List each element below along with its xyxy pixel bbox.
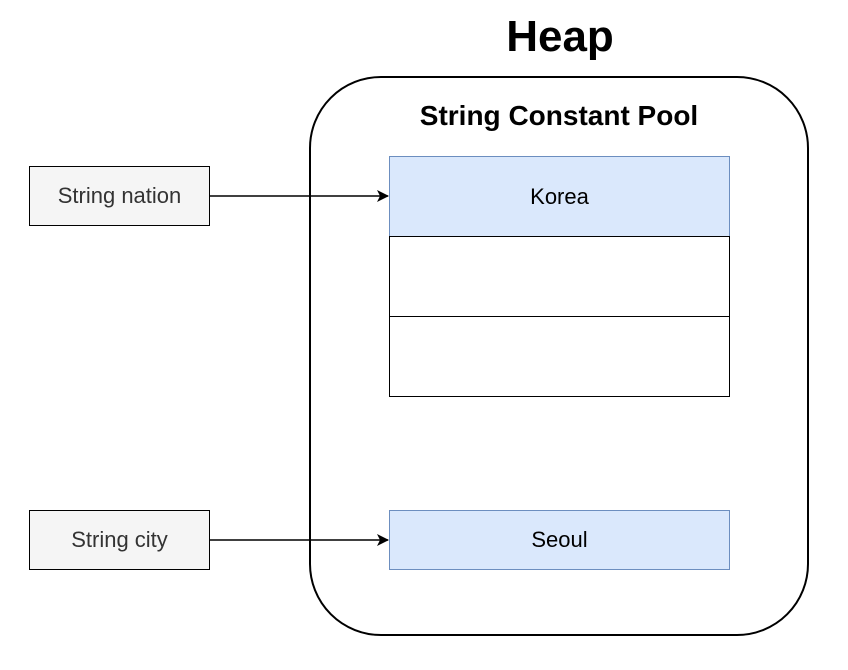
- pool-slot-empty-1: [389, 236, 730, 317]
- variable-string-city: String city: [29, 510, 210, 570]
- variable-string-nation: String nation: [29, 166, 210, 226]
- heap-title: Heap: [506, 12, 614, 61]
- pool-slot-korea: Korea: [389, 156, 730, 237]
- string-constant-pool-title: String Constant Pool: [419, 100, 699, 131]
- pool-slot-empty-2: [389, 316, 730, 397]
- heap-object-seoul: Seoul: [389, 510, 730, 570]
